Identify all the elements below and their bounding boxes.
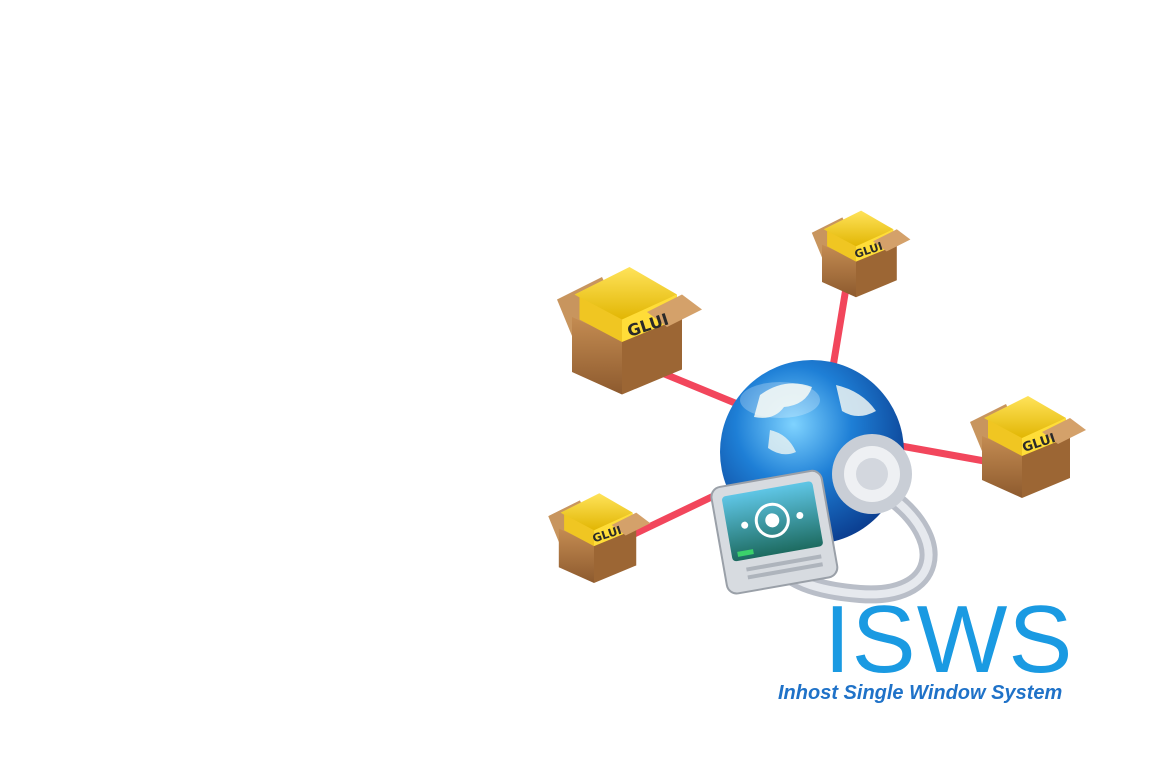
package-box-top: GLUI — [811, 210, 911, 298]
link-bottom-left — [624, 488, 726, 541]
logo-title: ISWS — [824, 586, 1074, 693]
package-box-bottom-left: GLUI — [548, 493, 651, 584]
computer-icon — [710, 469, 839, 595]
logo-subtitle: Inhost Single Window System — [778, 682, 1063, 704]
package-box-right: GLUI — [970, 396, 1086, 498]
globe-computer-icon — [710, 360, 938, 604]
package-box-top-left: GLUI — [557, 267, 702, 395]
link-right — [886, 440, 994, 466]
